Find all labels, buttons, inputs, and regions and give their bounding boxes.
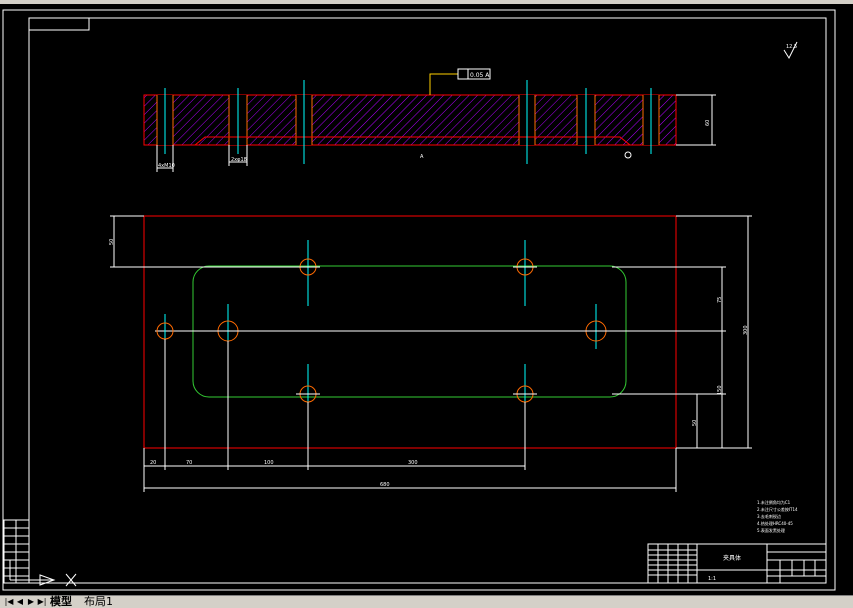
tolerance-frame-text: 0.05 A <box>470 72 490 79</box>
surface-finish-value: 12.5 <box>786 44 797 50</box>
dim-h-seg2: 70 <box>186 460 192 466</box>
sheet-inner-border <box>28 17 827 584</box>
scale-value: 1:1 <box>708 576 716 582</box>
revision-strip <box>3 519 30 584</box>
plan-view: 50 300 75 150 50 20 70 100 300 680 <box>109 215 752 492</box>
dim-plate-depth: 50 <box>109 239 115 245</box>
drawing-canvas[interactable]: 12.5 <box>0 4 853 595</box>
tolerance-frame <box>457 68 491 80</box>
dim-v-seg3: 50 <box>692 420 698 426</box>
window-top-edge <box>0 0 853 4</box>
dim-h-seg4: 300 <box>408 460 418 466</box>
dim-h-seg3: 100 <box>264 460 274 466</box>
title-block <box>647 543 827 584</box>
dim-v-seg1: 75 <box>717 297 723 303</box>
nav-last-tab-button[interactable]: ▶| <box>37 597 47 606</box>
note-1: 1.未注倒角均为C1 <box>757 499 791 505</box>
dim-v-seg2: 150 <box>717 385 723 395</box>
layout-tab-bar: |◀ ◀ ▶ ▶| 模型 布局1 <box>0 595 853 608</box>
part-name: 夹具体 <box>723 554 741 562</box>
nav-first-tab-button[interactable]: |◀ <box>4 597 14 606</box>
dim-v-total: 300 <box>743 325 749 335</box>
plate-outline <box>143 215 677 449</box>
sheet-outer-border <box>2 9 836 591</box>
surface-finish-symbol: 12.5 <box>783 41 798 60</box>
datum-label: A <box>420 154 424 160</box>
note-4: 4.热处理HRC40-45 <box>757 520 793 526</box>
tab-model[interactable]: 模型 <box>50 595 72 608</box>
dim-h-total: 680 <box>380 482 390 488</box>
note-5: 5.表面发黑处理 <box>757 527 785 533</box>
note-3: 3.去毛刺锐边 <box>757 513 781 519</box>
section-view: 0.05 A A 60 4xM10 2xφ18 <box>143 68 716 172</box>
tolerance-leader <box>429 73 458 95</box>
section-bore2-callout: 2xφ18 <box>231 157 247 163</box>
tab-layout1[interactable]: 布局1 <box>84 595 113 608</box>
technical-notes: 1.未注倒角均为C1 2.未注尺寸公差按IT14 3.去毛刺锐边 4.热处理HR… <box>757 499 798 533</box>
ucs-icon <box>9 560 77 587</box>
section-outline <box>143 94 677 146</box>
corner-code-box <box>28 17 90 31</box>
section-bore1-callout: 4xM10 <box>158 163 175 169</box>
section-height-dim: 60 <box>705 120 711 126</box>
datum-symbol <box>624 151 632 159</box>
nav-next-tab-button[interactable]: ▶ <box>27 597 35 606</box>
dim-h-seg1: 20 <box>150 460 156 466</box>
nav-prev-tab-button[interactable]: ◀ <box>16 597 24 606</box>
note-2: 2.未注尺寸公差按IT14 <box>757 506 798 512</box>
